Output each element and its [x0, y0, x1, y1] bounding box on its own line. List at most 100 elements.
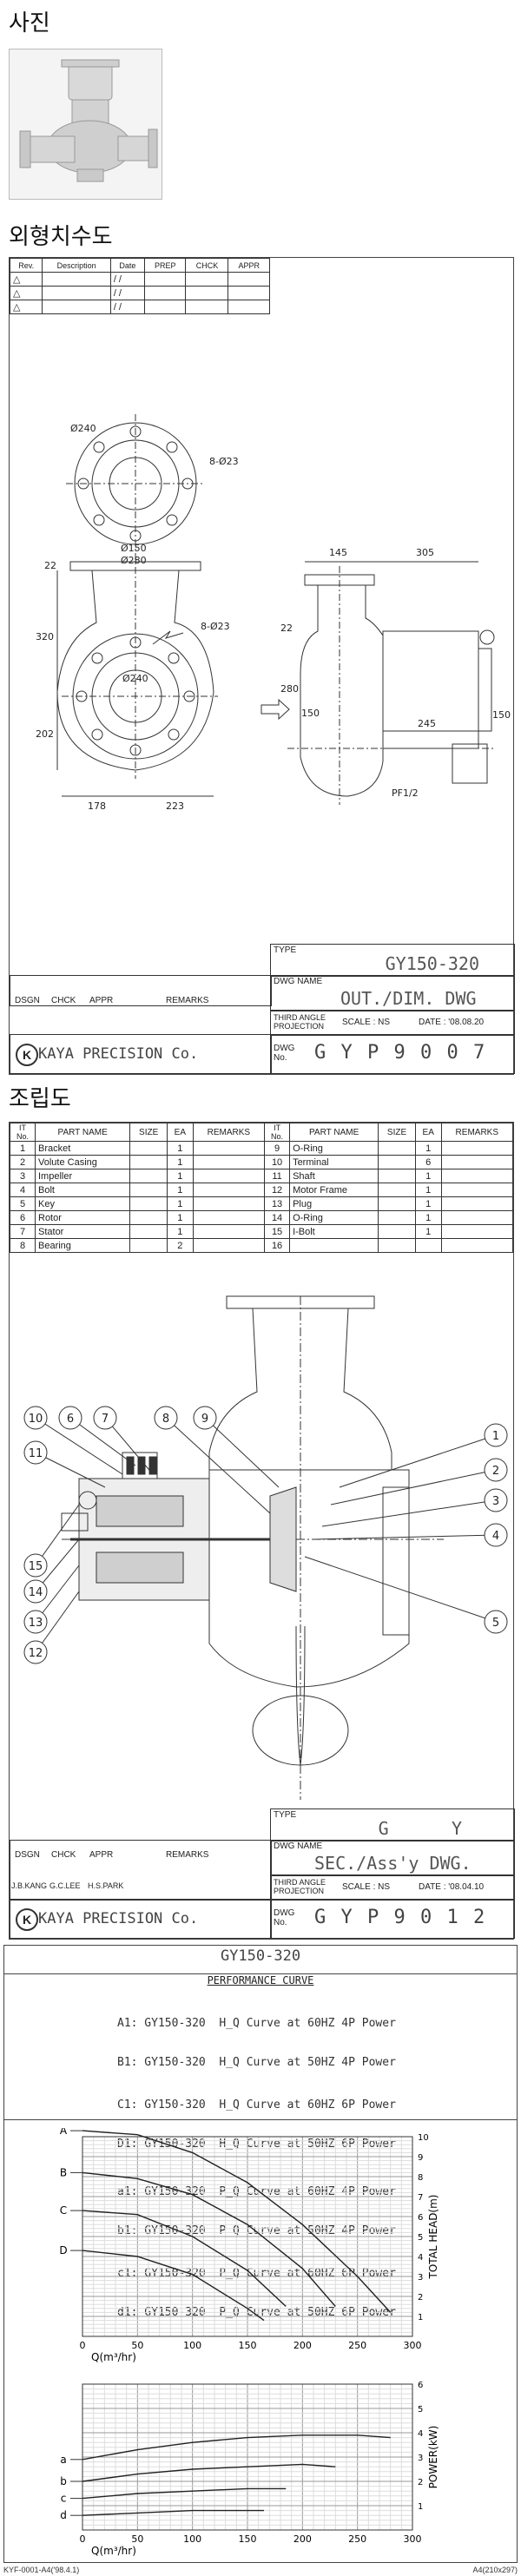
y-axis-label: TOTAL HEAD(m) [427, 2195, 439, 2280]
table-cell: Key [34, 1196, 131, 1211]
dwg-name-label: DWG NAME [274, 977, 323, 986]
dim-145: 145 [329, 547, 347, 558]
title-block-outline: TYPE GY150-320 DSGN CHCK APPR REMARKS DW… [10, 944, 515, 1074]
table-cell: Shaft [289, 1169, 379, 1183]
table-cell: Bracket [34, 1141, 131, 1156]
x-tick-label: 300 [404, 2533, 422, 2545]
table-cell: 6 [10, 1210, 36, 1225]
table-cell: 1 [414, 1196, 442, 1211]
dwg-no-label: DWG No. [274, 1044, 295, 1063]
dim-d240-top: Ø240 [70, 423, 96, 434]
table-cell [129, 1141, 168, 1156]
table-cell: 8 [10, 1238, 36, 1253]
rev-date: / / [109, 300, 146, 314]
part-balloon [23, 1440, 48, 1465]
y-tick-label: 4 [418, 2429, 423, 2439]
dim-pf: PF1/2 [392, 787, 419, 799]
table-cell [192, 1238, 266, 1253]
y-tick-label: 1 [418, 2313, 423, 2322]
dwg-no-label: DWG No. [274, 1908, 295, 1927]
company-logo-icon: K [16, 1044, 38, 1066]
series-line-c [82, 2487, 287, 2500]
dim-305: 305 [416, 547, 434, 558]
pump-photo [9, 49, 162, 200]
part-balloon [484, 1488, 508, 1512]
performance-model: GY150-320 [220, 1947, 301, 1965]
chck-label: CHCK [51, 1850, 76, 1860]
table-cell: 12 [264, 1183, 291, 1197]
part-balloon [93, 1406, 117, 1430]
series-label: a [60, 2454, 66, 2466]
part-balloon-label: 15 [29, 1560, 43, 1573]
table-cell: 9 [264, 1141, 291, 1156]
dim-d280: Ø280 [121, 555, 147, 566]
table-cell: 13 [264, 1196, 291, 1211]
part-balloon [23, 1553, 48, 1578]
table-cell: 1 [166, 1183, 194, 1197]
y-tick-label: 3 [418, 2454, 423, 2463]
y-tick-label: 3 [418, 2273, 423, 2283]
series-label: C [60, 2204, 67, 2217]
series-label: A [60, 2128, 68, 2137]
size-header: SIZE [129, 1123, 168, 1142]
dim-320: 320 [36, 631, 54, 642]
appr-name: H.S.PARK [88, 1881, 124, 1890]
part-balloon-label: 6 [67, 1413, 74, 1426]
dim-22b: 22 [280, 623, 293, 634]
dwg-name-label: DWG NAME [274, 1841, 323, 1851]
table-row: △ / / [9, 286, 270, 300]
date: DATE : '08.08.20 [419, 1018, 485, 1027]
type-label: TYPE [274, 945, 297, 955]
third-angle: THIRD ANGLE PROJECTION [274, 1878, 326, 1895]
part-balloon-label: 5 [492, 1617, 499, 1630]
remarks-label: REMARKS [166, 996, 209, 1005]
series-line-C [82, 2210, 287, 2308]
section-title-outline: 외형치수도 [9, 224, 113, 250]
y-tick-label: 7 [418, 2193, 423, 2203]
x-tick-label: 0 [80, 2340, 86, 2351]
x-tick-label: 150 [239, 2340, 257, 2351]
part-balloon [484, 1423, 508, 1447]
third-angle: THIRD ANGLE PROJECTION [274, 1013, 326, 1031]
x-tick-label: 50 [131, 2533, 143, 2545]
part-balloon [154, 1406, 178, 1430]
type-value: GY150-320 [385, 953, 479, 974]
type-value: G Y [378, 1818, 462, 1839]
size-header: SIZE [378, 1123, 416, 1142]
footer-paper-size: A4(210x297) [472, 2566, 518, 2574]
y-axis-label: POWER(kW) [427, 2426, 439, 2489]
part-balloon [23, 1610, 48, 1634]
title-block-assembly: TYPE G Y DSGN CHCK APPR REMARKS J.B.KANG… [10, 1808, 515, 1939]
table-cell: 1 [166, 1224, 194, 1239]
plot-frame [82, 2383, 413, 2531]
scale: SCALE : NS [342, 1018, 391, 1027]
company-name: KAYA PRECISION Co. [38, 1045, 199, 1063]
x-tick-label: 250 [348, 2533, 366, 2545]
remarks-header: REMARKS [440, 1123, 514, 1142]
table-cell: 10 [264, 1155, 291, 1169]
y-tick-label: 2 [418, 2293, 423, 2303]
series-label: b [60, 2475, 67, 2487]
dim-d240-side: Ø240 [122, 673, 148, 684]
table-cell: 2 [166, 1238, 194, 1253]
series-label: c [61, 2493, 67, 2505]
y-tick-label: 1 [418, 2502, 423, 2512]
part-balloon [484, 1523, 508, 1547]
table-cell [378, 1141, 416, 1156]
table-cell [378, 1224, 416, 1239]
table-cell [378, 1196, 416, 1211]
dim-245: 245 [418, 718, 436, 729]
y-tick-label: 4 [418, 2253, 423, 2263]
dwg-no: G Y P 9 0 0 7 [314, 1042, 487, 1064]
company-name: KAYA PRECISION Co. [38, 1910, 199, 1927]
description-header: Description [42, 258, 111, 273]
series-line-b [82, 2463, 336, 2482]
dim-22: 22 [44, 560, 56, 571]
dim-223: 223 [166, 800, 184, 812]
